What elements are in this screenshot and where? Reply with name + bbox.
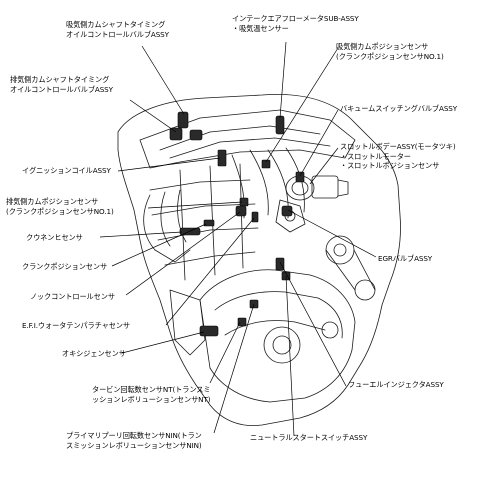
injector-part [275, 257, 285, 271]
exhaust-ocv-part [169, 127, 183, 141]
airflow-meter-part [275, 115, 285, 135]
label-crank-sensor: クランクポジションセンサ [22, 262, 108, 271]
label-intake-cam-ocv: 吸気側カムシャフトタイミング オイルコントロールバルブASSY [66, 20, 169, 39]
leader-vsv [299, 109, 339, 177]
leader-throttle-body [309, 147, 339, 185]
leader-turbine-sensor [209, 321, 241, 384]
water-temp-part [251, 211, 259, 223]
intake-ocv-part [177, 111, 189, 129]
leader-intake-cam-sensor [265, 47, 339, 163]
leader-o2-sensor [121, 331, 205, 354]
transaxle-housing [199, 269, 356, 403]
label-efi-water-temp: E.F.I.ウォータテンパラチャセンサ [22, 321, 130, 330]
leader-exhaust-ocv [129, 99, 177, 133]
leader-primary-pulley [213, 303, 255, 434]
leader-crank-sensor [111, 223, 207, 267]
egr-body [275, 199, 306, 233]
label-neutral-start-switch: ニュートラルスタートスイッチASSY [250, 433, 368, 442]
exhaust-ocv-part-2 [189, 129, 203, 141]
label-primary-pulley-sensor: プライマリプーリ回転数センサNIN(トラン スミッションレボリューションセンサN… [66, 431, 202, 450]
label-exhaust-cam-sensor: 排気側カムポジションセンサ (クランクポジションセンサNO.1) [6, 197, 114, 216]
valve-cover [139, 109, 356, 169]
leader-knock-sensor [125, 211, 241, 296]
oil-pan [169, 289, 206, 356]
label-egr-valve: EGRバルブASSY [378, 254, 433, 263]
leader-egr [287, 209, 377, 258]
exhaust-manifold [143, 189, 187, 251]
leader-ignition-coil [117, 157, 221, 172]
label-knock-sensor: ノックコントロールセンサ [30, 292, 115, 301]
label-exhaust-cam-ocv: 排気側カムシャフトタイミング オイルコントロールバルブASSY [10, 75, 113, 94]
crank-sensor-part [203, 219, 215, 227]
label-airflow-meter: インテークエアフローメータSUB-ASSY ・吸気温センサー [232, 14, 359, 33]
label-vsv: バキュームスイッチングバルブASSY [340, 104, 458, 113]
egr-part [281, 205, 293, 217]
leader-intake-ocv [141, 45, 185, 115]
intake-manifold [231, 147, 305, 219]
intake-cam-sensor-part [261, 159, 271, 169]
label-intake-cam-sensor: 吸気側カムポジションセンサ (クランクポジションセンサNO.1) [336, 42, 444, 61]
leader-neutral-switch [285, 275, 295, 437]
leader-water-temp [165, 217, 255, 326]
leader-exhaust-cam-sensor [147, 201, 243, 209]
o2-sensor-part [199, 325, 219, 337]
label-fuel-injector: フューエルインジェクタASSY [348, 380, 444, 389]
label-af-sensor: クウネンヒセンサ [26, 233, 83, 242]
knock-sensor-part [235, 205, 247, 217]
label-turbine-speed-sensor: タービン回転数センサNT(トランスミ ッションレボリューションセンサNT) [92, 385, 211, 404]
turbine-sensor-part [237, 317, 247, 327]
label-oxygen-sensor: オキシジェンセンサ [62, 349, 126, 358]
leader-af-sensor [99, 231, 183, 238]
vsv-part [295, 171, 305, 183]
label-ignition-coil: イグニッションコイルASSY [22, 166, 111, 175]
label-throttle-body: スロットルボデーASSY(モータツキ) ・スロットルモーター ・スロットルポジシ… [340, 142, 456, 170]
leader-injector [279, 261, 347, 387]
leader-airflow-meter [279, 41, 287, 119]
